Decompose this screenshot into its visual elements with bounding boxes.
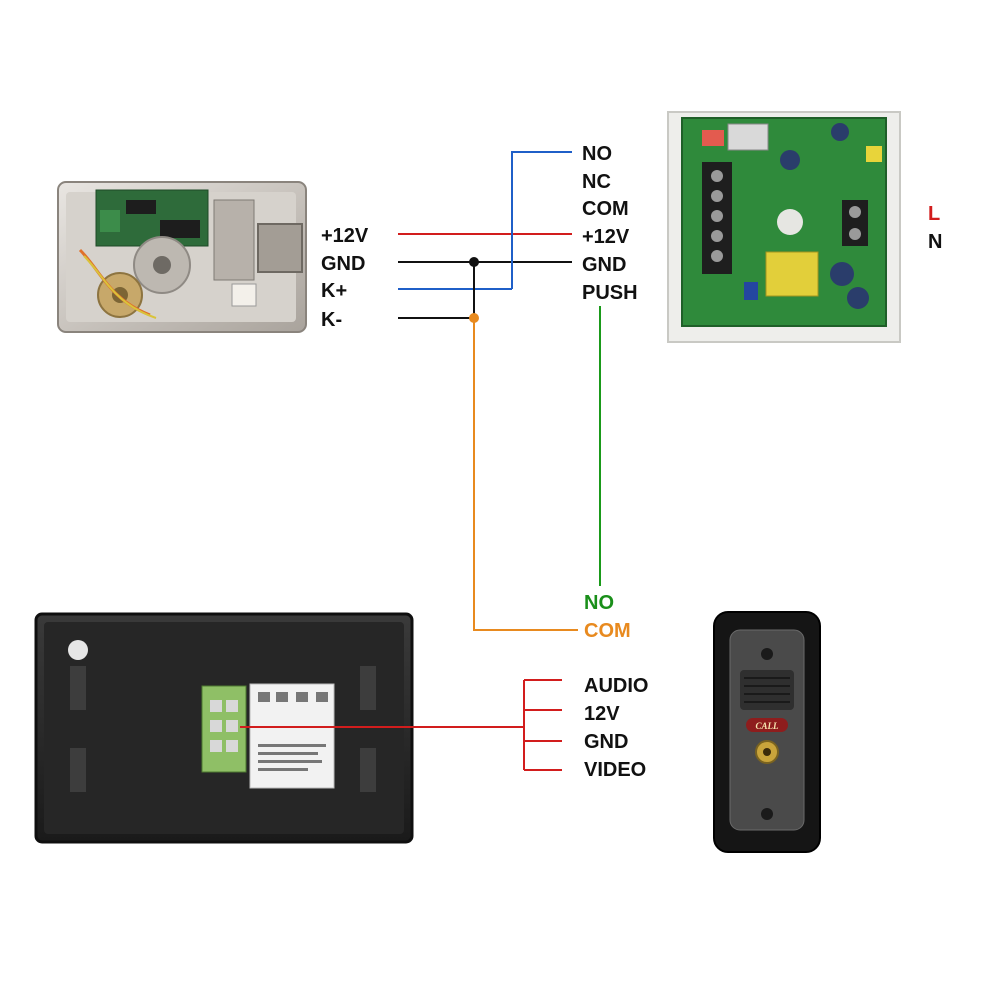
k-minus-junction-dot	[469, 313, 479, 323]
doorbell-speaker-grille	[740, 670, 794, 710]
monitor-label-com: COM	[584, 620, 631, 642]
electric-lock-image	[57, 181, 307, 333]
power-terminal-labels: NO NC COM +12V GND PUSH	[582, 143, 638, 304]
mains-label-l: L	[928, 203, 940, 225]
power-terminal-block-left	[702, 162, 732, 274]
monitor-label-no: NO	[584, 592, 614, 614]
doorbell-screw-bottom	[761, 808, 773, 820]
call-button	[746, 718, 788, 732]
power-label-push: PUSH	[582, 282, 638, 304]
doorbell-label-gnd: GND	[584, 731, 628, 753]
doorbell-panel-image: CALL	[713, 611, 821, 853]
monitor-relay-labels: NO COM	[584, 592, 631, 642]
qc-sticker	[68, 640, 88, 660]
power-label-gnd: GND	[582, 254, 626, 276]
mains-label-n: N	[928, 231, 942, 253]
doorbell-wire-labels: AUDIO 12V GND VIDEO	[584, 675, 648, 781]
doorbell-label-12v: 12V	[584, 703, 620, 725]
power-supply-image	[667, 111, 901, 343]
wires	[240, 151, 601, 771]
power-terminal-block-right	[842, 200, 868, 246]
lock-label-12v: +12V	[321, 225, 369, 247]
power-label-com: COM	[582, 198, 629, 220]
lock-label-gnd: GND	[321, 253, 365, 275]
lock-terminal-labels: +12V GND K+ K-	[321, 225, 369, 331]
power-label-12v: +12V	[582, 226, 630, 248]
transformer	[765, 251, 819, 297]
lock-label-k-plus: K+	[321, 280, 347, 302]
power-label-nc: NC	[582, 171, 611, 193]
power-label-no: NO	[582, 143, 612, 165]
monitor-connector-board	[201, 685, 247, 773]
gnd-junction-dot	[469, 257, 479, 267]
doorbell-screw-top	[761, 648, 773, 660]
lock-bolt	[257, 223, 303, 273]
wire-k-plus-to-no	[511, 151, 572, 289]
doorbell-label-video: VIDEO	[584, 759, 646, 781]
doorbell-label-audio: AUDIO	[584, 675, 648, 697]
mains-labels: L N	[928, 203, 942, 253]
call-button-label: CALL	[755, 721, 779, 731]
wire-to-monitor-com	[473, 318, 578, 631]
lock-label-k-minus: K-	[321, 309, 342, 331]
indoor-monitor-image	[34, 612, 414, 844]
